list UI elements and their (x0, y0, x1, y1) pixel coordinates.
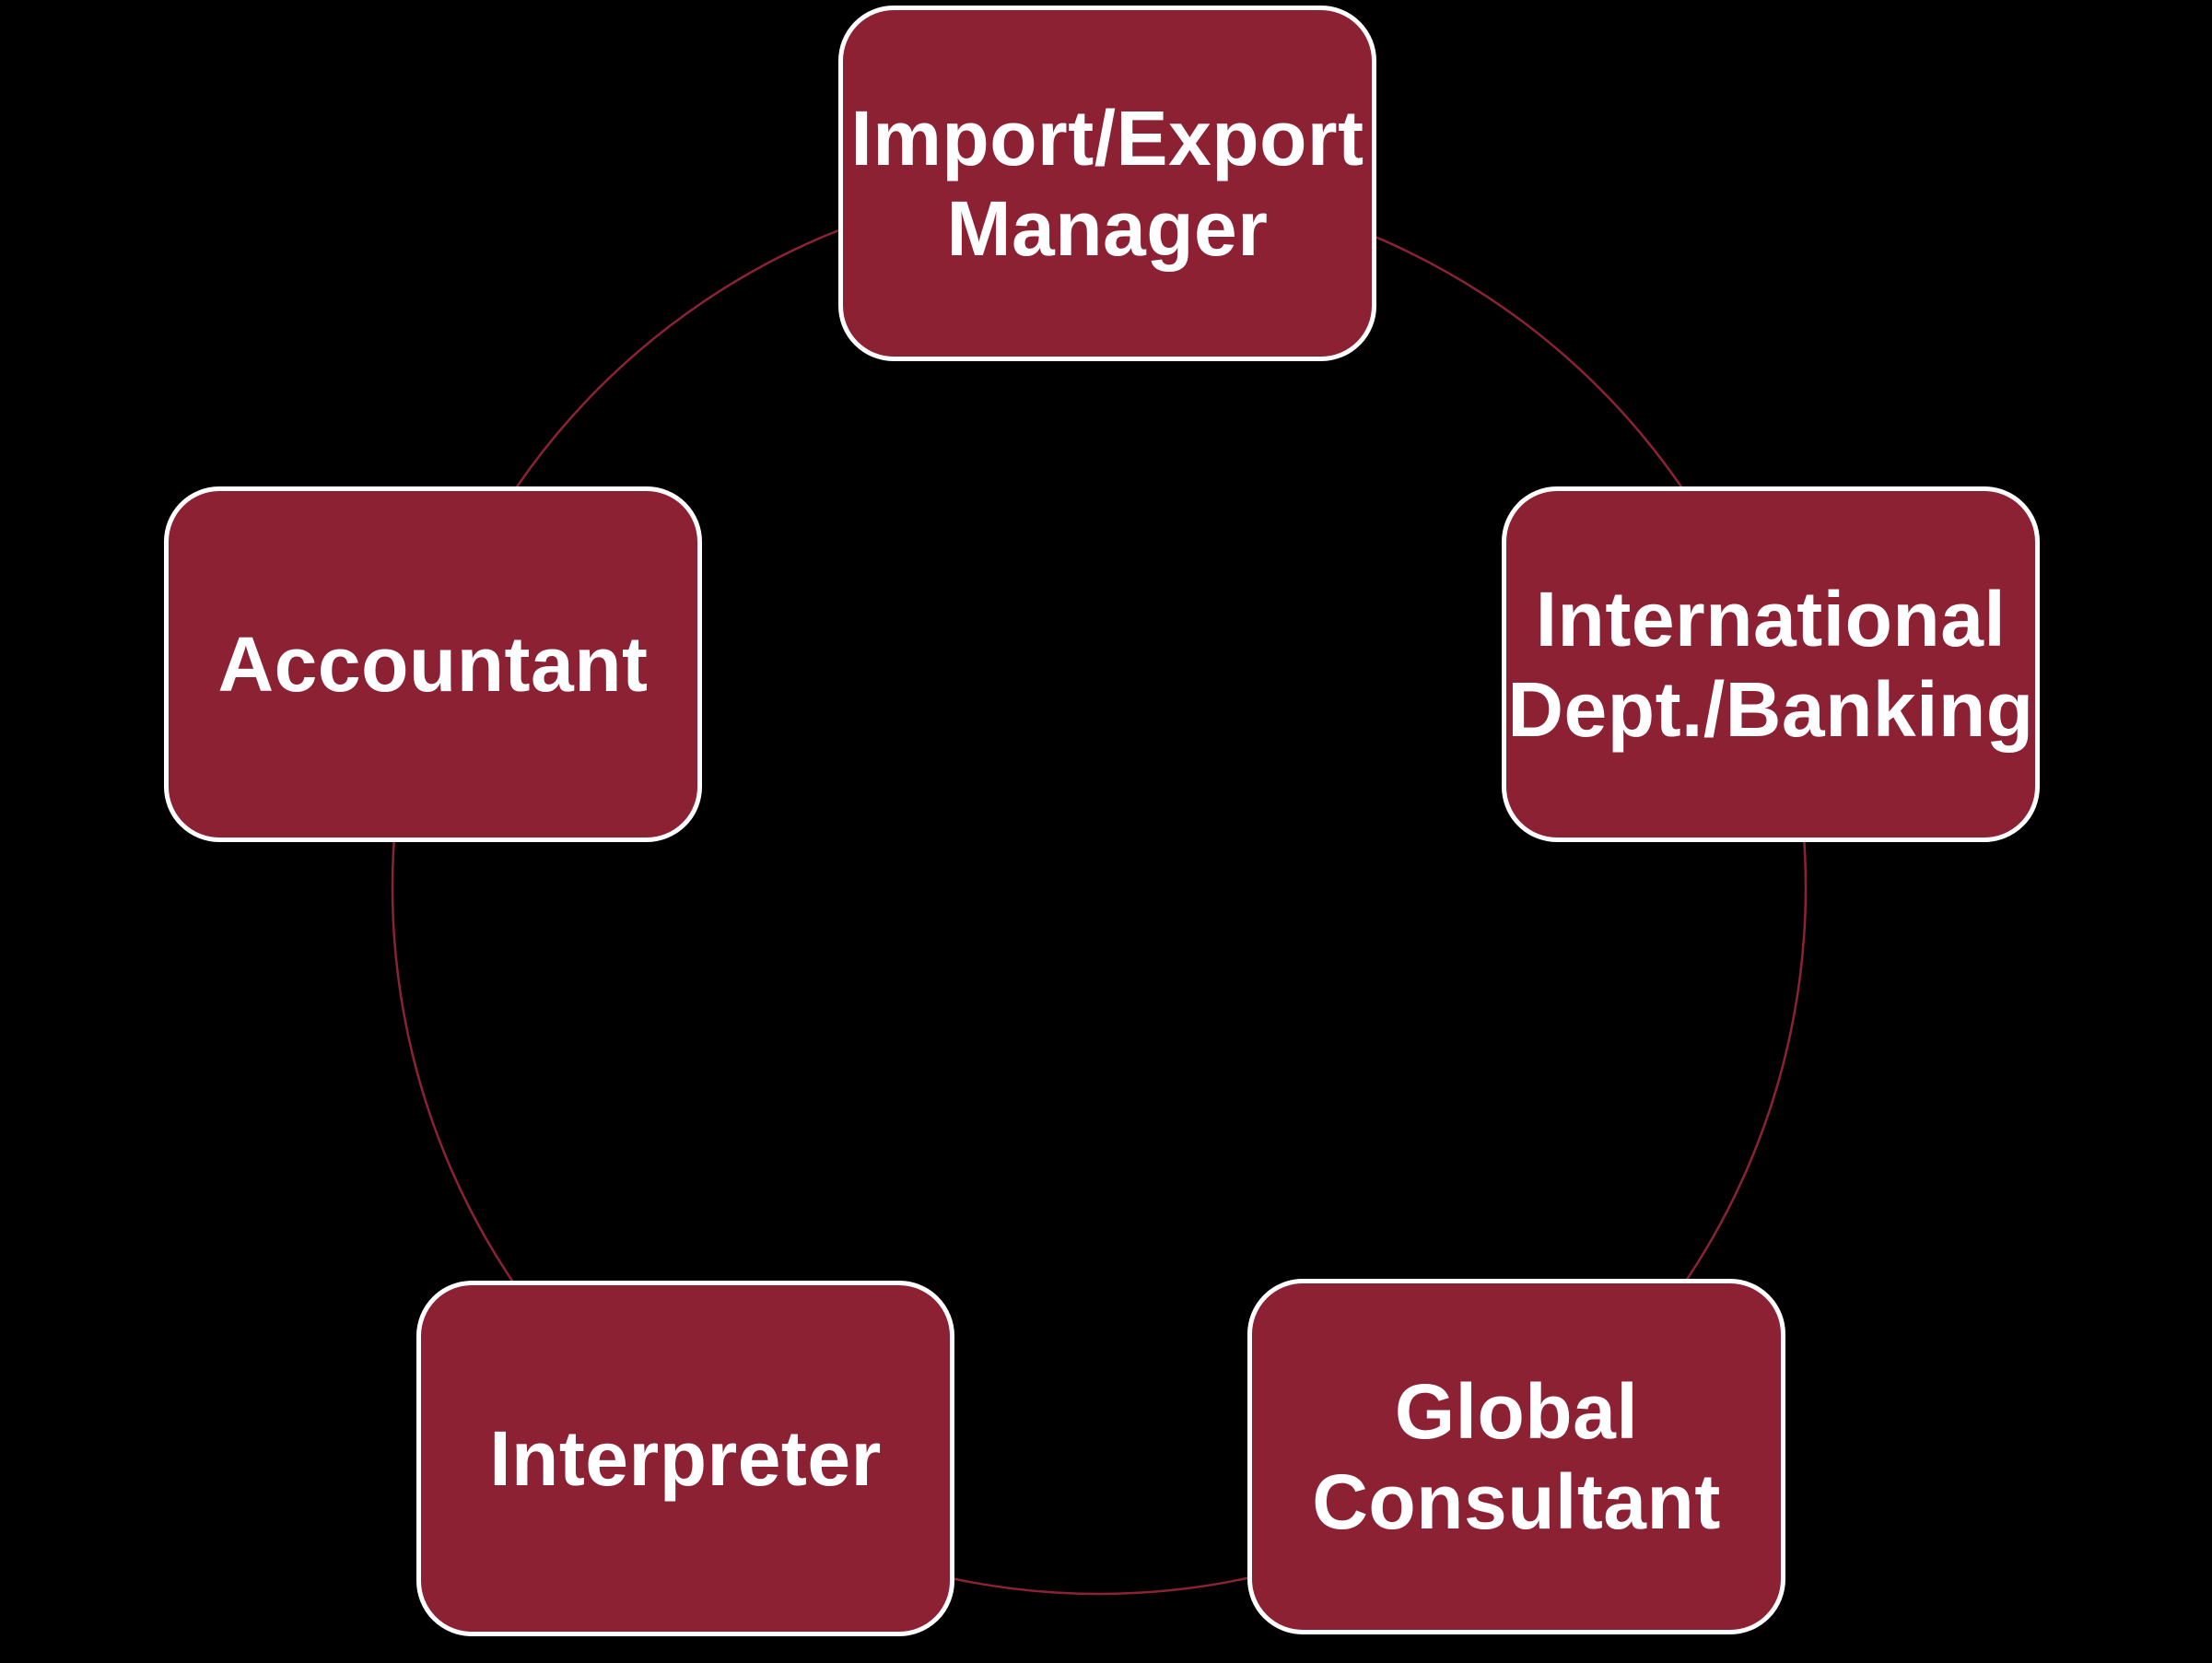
node-global-consultant: Global Consultant (1247, 1279, 1785, 1634)
node-global-consultant-label: Global Consultant (1312, 1367, 1721, 1545)
node-accountant: Accountant (164, 486, 702, 842)
node-accountant-label: Accountant (217, 620, 649, 708)
node-import-export-manager-label: Import/Export Manager (850, 94, 1364, 272)
node-interpreter: Interpreter (416, 1281, 954, 1636)
node-international-dept-banking-label: International Dept./Banking (1507, 575, 2034, 753)
node-import-export-manager: Import/Export Manager (838, 6, 1376, 361)
node-interpreter-label: Interpreter (489, 1414, 882, 1502)
node-international-dept-banking: International Dept./Banking (1502, 486, 2040, 842)
